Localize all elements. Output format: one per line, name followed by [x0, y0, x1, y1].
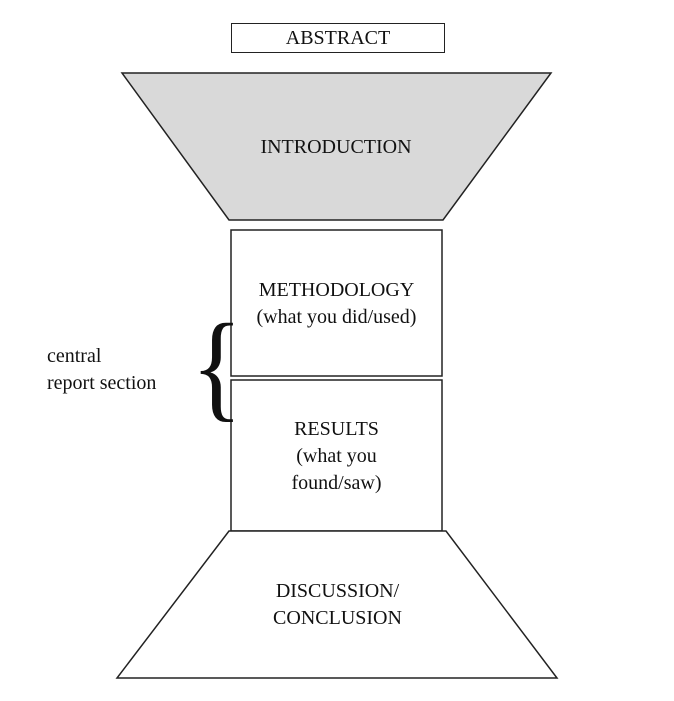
introduction-label: INTRODUCTION	[229, 134, 443, 161]
methodology-subtitle: (what you did/used)	[256, 306, 417, 328]
abstract-label: ABSTRACT	[285, 27, 391, 49]
abstract-box: ABSTRACT	[231, 23, 445, 53]
results-title: RESULTS	[294, 418, 379, 440]
annotation-line2: report section	[47, 372, 157, 394]
discussion-trapezoid	[115, 530, 559, 679]
methodology-box	[230, 229, 443, 377]
central-report-annotation: central report section	[47, 343, 156, 397]
introduction-text: INTRODUCTION	[260, 136, 412, 158]
introduction-trapezoid	[120, 72, 553, 221]
results-label: RESULTS (what you found/saw)	[231, 416, 442, 497]
annotation-line1: central	[47, 345, 102, 367]
discussion-line1: DISCUSSION/	[275, 580, 400, 602]
discussion-line2: CONCLUSION	[273, 607, 402, 629]
curly-brace-icon: {	[190, 299, 243, 432]
results-subtitle-line1: (what you	[296, 445, 377, 467]
discussion-label: DISCUSSION/ CONCLUSION	[229, 578, 446, 632]
methodology-title: METHODOLOGY	[258, 279, 415, 301]
results-subtitle-line2: found/saw)	[291, 472, 382, 494]
methodology-label: METHODOLOGY (what you did/used)	[231, 277, 442, 331]
